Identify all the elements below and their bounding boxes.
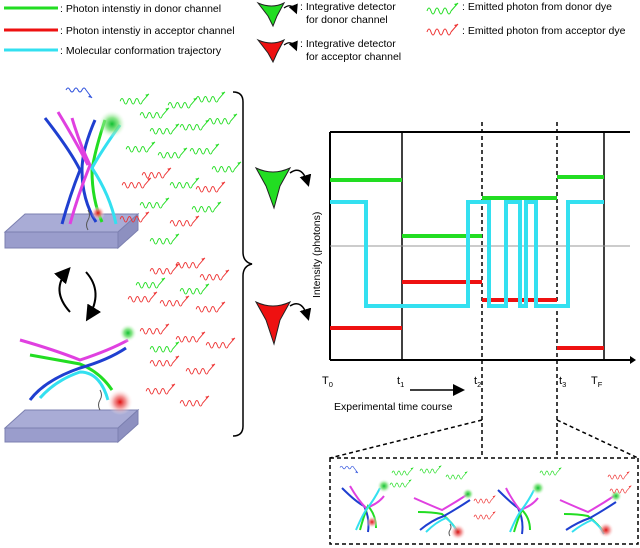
- inset-molecule-2: [413, 465, 496, 540]
- conformation-arrow-icon: [85, 271, 102, 322]
- photon-cluster-bottom: [127, 257, 236, 407]
- legend-trajectory-label: : Molecular conformation trajectory: [60, 45, 222, 57]
- donor-dye-glow: [98, 110, 126, 138]
- x-axis-label: Experimental time course: [334, 401, 453, 413]
- legend-acceptor-detector-line1: : Integrative detector: [300, 38, 396, 50]
- legend-donor-detector-line2: for donor channel: [306, 14, 388, 26]
- tick-label: t2: [474, 375, 481, 389]
- zoom-inset: [329, 457, 639, 545]
- acceptor-detector-icon: [254, 300, 292, 346]
- inset-molecule-4: [559, 471, 632, 538]
- tick-label: T0: [322, 375, 333, 389]
- acceptor-dye-glow: [107, 389, 133, 415]
- inset-molecule-3: [497, 467, 562, 535]
- y-axis-label: Intensity (photons): [311, 212, 323, 298]
- arrow-icon: [283, 3, 298, 15]
- molecule-bottom: [3, 324, 140, 444]
- arrow-icon: [289, 169, 312, 187]
- acceptor-detector-icon: [256, 38, 286, 64]
- legend-donor-photon-label: : Emitted photon from donor dye: [462, 1, 612, 13]
- tick-label: t1: [397, 375, 404, 389]
- conformation-arrow-icon: [54, 267, 71, 313]
- legend-acceptor-label: : Photon intenstiy in acceptor channel: [60, 25, 235, 37]
- excitation-photon-icon: [65, 87, 93, 99]
- brace: [232, 91, 253, 437]
- legend: : Photon intenstiy in donor channel : Ph…: [4, 1, 626, 64]
- tick-label: t3: [559, 375, 566, 389]
- legend-acceptor-photon-label: : Emitted photon from acceptor dye: [462, 25, 626, 37]
- legend-donor-label: : Photon intenstiy in donor channel: [60, 3, 221, 15]
- legend-acceptor-detector-line2: for acceptor channel: [306, 51, 401, 63]
- arrow-icon: [283, 40, 298, 52]
- donor-detector-icon: [254, 166, 292, 210]
- inset-molecule-1: [339, 465, 414, 533]
- tick-label: TF: [591, 375, 603, 389]
- trajectory-line: [330, 200, 604, 308]
- intensity-plot: Intensity (photons) T0 t1 t2 t3 TF Exper…: [311, 122, 636, 460]
- donor-photon-icon: [426, 2, 459, 15]
- legend-donor-detector-line1: : Integrative detector: [300, 1, 396, 13]
- donor-detector-icon: [256, 1, 286, 28]
- molecule-top: [3, 87, 140, 250]
- arrow-icon: [289, 303, 312, 321]
- acceptor-photon-icon: [426, 23, 459, 36]
